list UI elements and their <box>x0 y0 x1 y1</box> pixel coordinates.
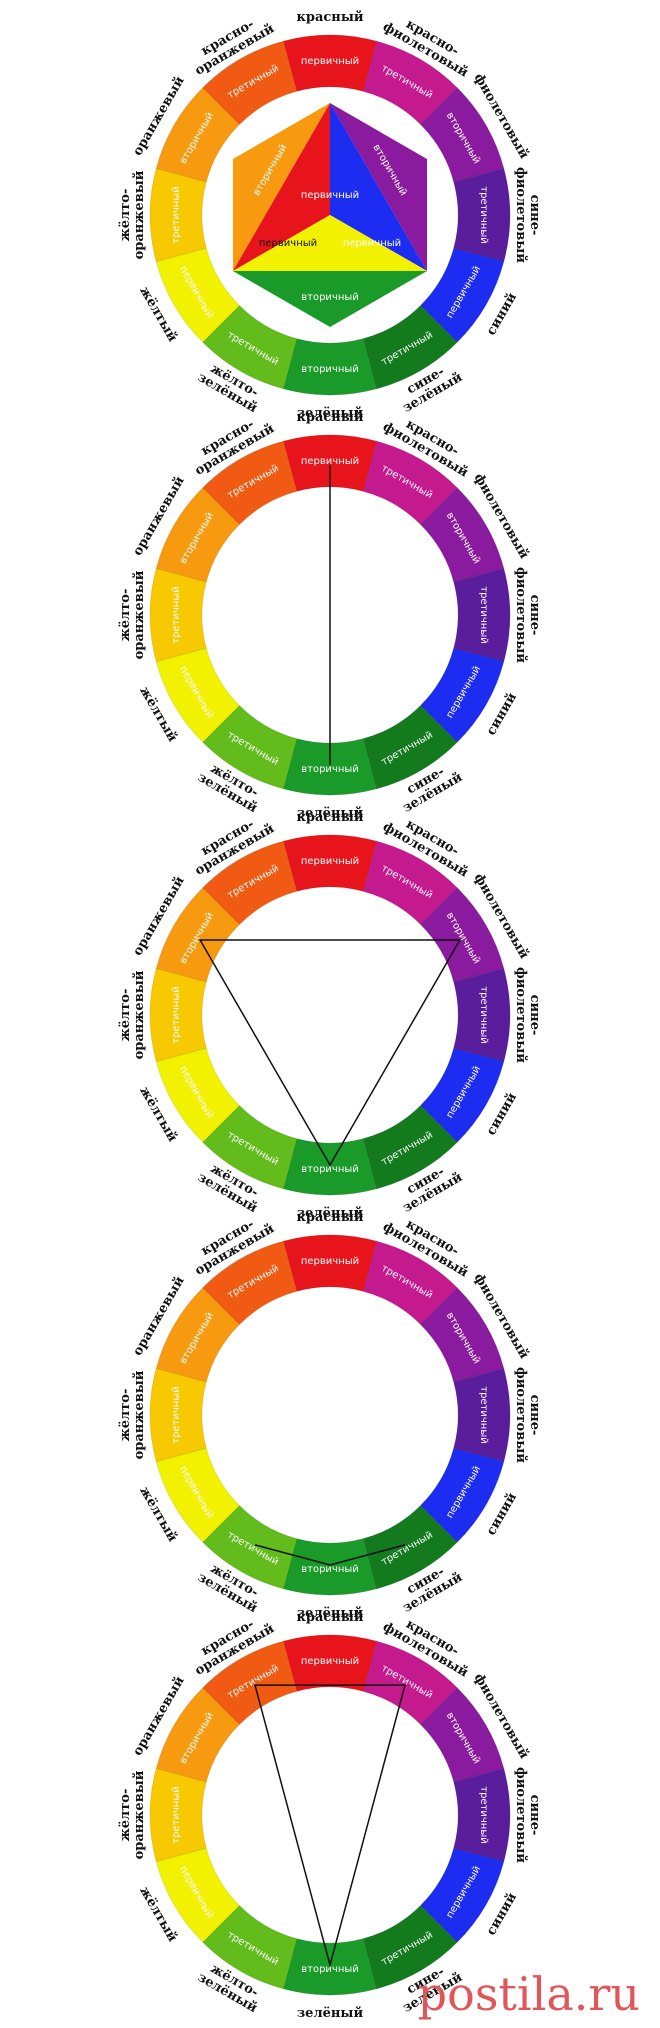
segment-color-name: красный <box>296 1210 363 1225</box>
segment-color-name: зелёный <box>297 1206 364 1221</box>
segment-color-name: красный <box>296 410 363 425</box>
inner-blue-label: первичный <box>343 238 401 249</box>
segment-tier-label: третичный <box>478 586 489 644</box>
wheel-segment <box>149 967 207 1063</box>
wheel-segment <box>362 1240 458 1326</box>
wheel-segment <box>419 1687 505 1783</box>
color-wheel-4: первичныйкрасныйтретичныйкрасно-фиолетов… <box>118 1210 542 1621</box>
segment-color-name: сине-фиолетовый <box>513 1767 542 1863</box>
segment-color-name: сине-фиолетовый <box>513 167 542 263</box>
wheel-segment <box>282 34 378 92</box>
segment-tier-label: вторичный <box>301 364 359 375</box>
color-wheel-5: первичныйкрасныйтретичныйкрасно-фиолетов… <box>118 1610 542 2021</box>
wheel-segment <box>282 1634 378 1692</box>
segment-color-name: зелёный <box>297 1606 364 1621</box>
inner-yellow-label: первичный <box>259 238 317 249</box>
wheel-segment <box>202 840 298 926</box>
inner-purple-triangle <box>330 103 427 271</box>
segment-color-name: красный <box>296 810 363 825</box>
segment-color-name: сине-фиолетовый <box>513 567 542 663</box>
wheel-segment <box>419 1287 505 1383</box>
segment-color-name: красный <box>296 10 363 25</box>
wheel-segment <box>282 834 378 892</box>
wheel-segment <box>149 167 207 263</box>
wheel-segment <box>202 1240 298 1326</box>
color-wheel-2: первичныйкрасныйтретичныйкрасно-фиолетов… <box>118 410 542 821</box>
segment-color-name: красный <box>296 1610 363 1625</box>
inner-yellow-section <box>233 215 427 271</box>
wheel-segment <box>362 440 458 526</box>
segment-tier-label: третичный <box>478 1386 489 1444</box>
wheel-segment <box>282 1138 378 1196</box>
wheel-segment <box>453 567 511 663</box>
segment-tier-label: первичный <box>301 856 359 867</box>
wheel-segment <box>282 338 378 396</box>
segment-tier-label: третичный <box>171 986 182 1044</box>
wheel-segment <box>362 1640 458 1726</box>
triad-triangle <box>198 939 462 1167</box>
inner-red-section <box>233 103 330 271</box>
wheel-segment <box>282 738 378 796</box>
wheel-segment <box>419 647 505 743</box>
segment-tier-label: вторичный <box>301 764 359 775</box>
wheel-segment <box>202 1104 298 1190</box>
segment-color-name: зелёный <box>297 806 364 821</box>
segment-color-name: жёлто-оранжевый <box>118 170 147 259</box>
segment-tier-label: третичный <box>478 986 489 1044</box>
segment-tier-label: вторичный <box>301 1564 359 1575</box>
color-wheel-1: первичныйкрасныйтретичныйкрасно-фиолетов… <box>118 10 542 421</box>
wheel-segment <box>202 1504 298 1590</box>
inner-red-label: первичный <box>301 190 359 201</box>
wheel-segment <box>155 1847 241 1943</box>
wheel-segment <box>155 1047 241 1143</box>
segment-tier-label: первичный <box>301 56 359 67</box>
segment-tier-label: третичный <box>478 1786 489 1844</box>
watermark-text: postila.ru <box>418 1967 640 2021</box>
wheel-segment <box>202 1904 298 1990</box>
segment-tier-label: третичный <box>171 586 182 644</box>
segment-tier-label: вторичный <box>301 1164 359 1175</box>
segment-tier-label: третичный <box>478 186 489 244</box>
inner-green-label: вторичный <box>301 292 359 303</box>
segment-color-name: жёлто-оранжевый <box>118 970 147 1059</box>
segment-color-name: сине-фиолетовый <box>513 967 542 1063</box>
split-complementary-triangle <box>254 1684 406 1968</box>
wheel-segment <box>282 434 378 492</box>
segment-tier-label: первичный <box>301 456 359 467</box>
segment-tier-label: третичный <box>171 1386 182 1444</box>
segment-color-name: зелёный <box>297 2006 364 2021</box>
wheel-segment <box>282 1538 378 1596</box>
inner-orange-triangle <box>233 103 330 271</box>
inner-blue-section <box>330 103 427 271</box>
wheel-segment <box>155 1447 241 1543</box>
wheel-segment <box>149 567 207 663</box>
wheel-segment <box>282 1234 378 1292</box>
wheel-segment <box>202 440 298 526</box>
color-wheel-3: первичныйкрасныйтретичныйкрасно-фиолетов… <box>118 810 542 1221</box>
inner-green-triangle <box>233 271 427 327</box>
segment-color-name: жёлто-оранжевый <box>118 1770 147 1859</box>
wheel-segment <box>155 887 241 983</box>
wheel-segment <box>202 1640 298 1726</box>
wheel-segment <box>453 167 511 263</box>
segment-tier-label: первичный <box>301 1256 359 1267</box>
segment-color-name: жёлто-оранжевый <box>118 1370 147 1459</box>
wheel-segment <box>202 40 298 126</box>
segment-tier-label: третичный <box>171 186 182 244</box>
segment-tier-label: вторичный <box>301 1964 359 1975</box>
segment-tier-label: первичный <box>301 1656 359 1667</box>
analogous-line <box>254 1544 406 1566</box>
wheel-segment <box>362 40 458 126</box>
segment-tier-label: третичный <box>171 1786 182 1844</box>
segment-color-name: сине-фиолетовый <box>513 1367 542 1463</box>
segment-color-name: зелёный <box>297 406 364 421</box>
segment-color-name: жёлто-оранжевый <box>118 570 147 659</box>
